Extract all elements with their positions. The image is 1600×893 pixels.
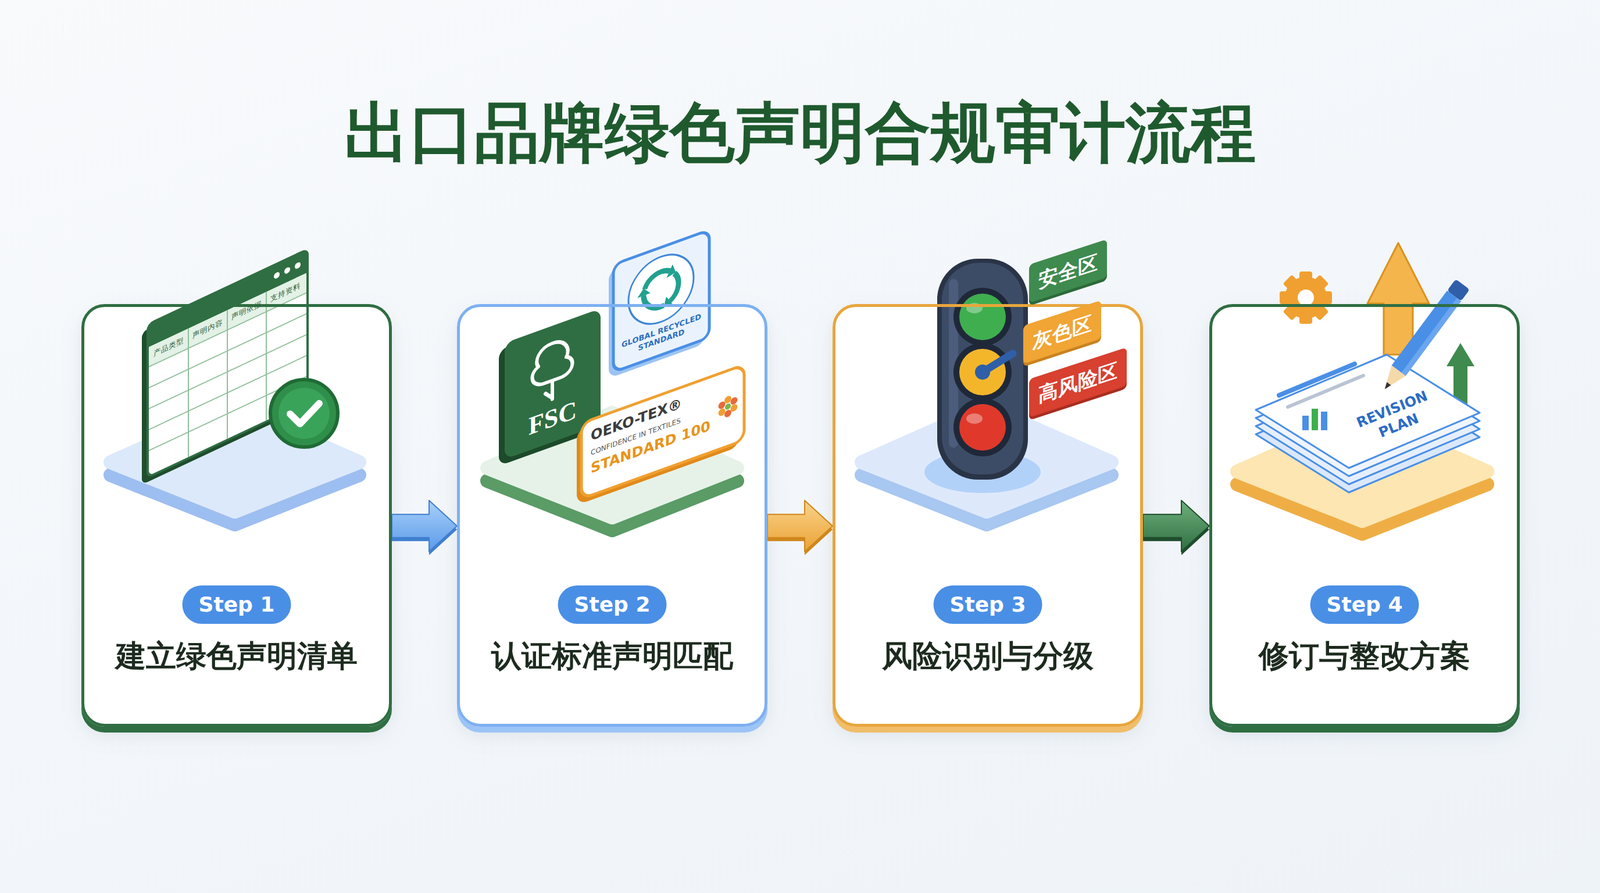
spreadsheet-window [141,249,308,485]
chart-bar [1311,408,1319,431]
step-card: 认证标准声明匹配 Step 2 [456,304,768,727]
step-label: Step 4 [1326,585,1403,624]
table-header: 支持资料 [266,279,305,306]
flow-arrow [767,500,833,556]
document-title: REVISION PLAN [1348,384,1443,450]
certification-illustration [487,230,745,531]
document-stack [1255,354,1480,493]
table-header: 产品类型 [150,333,188,360]
badge-ring [628,244,694,334]
logo-text: OEKO-TEX® [590,383,716,445]
flow-arrow [391,500,457,556]
green-lamp [959,293,1006,341]
step-title: 修订与整改方案 [1221,636,1508,676]
gear-icon [1279,271,1332,324]
chart-bar [1302,415,1309,431]
lamp-ring [953,398,1012,457]
step-title: 建立绿色声明清单 [93,636,380,676]
step-label: Step 1 [198,585,275,624]
arrow-body [1143,500,1210,552]
chart-bar [1320,411,1328,431]
badge-body [613,230,710,373]
step-label: Step 2 [574,585,651,624]
arrow-body [767,500,833,552]
step-title: 风险识别与分级 [844,636,1131,676]
check-badge-inner [278,387,330,439]
document-text-line [1287,375,1364,407]
traffic-light-face [941,262,1024,475]
sheet-body [147,249,308,478]
window-dot [294,261,301,270]
red-lamp [959,404,1006,451]
revision-illustration [1237,243,1488,534]
recycle-symbol [634,257,679,320]
check-mark [290,403,320,424]
traffic-light-body [937,258,1028,480]
pencil-icon [1377,279,1470,395]
flower-icon [718,392,738,421]
step-card: 建立绿色声明清单 Step 1 [81,304,392,727]
table-header: 声明依据 [227,297,266,324]
check-badge [270,379,338,448]
step-card: 修订与整改方案 Step 4 [1209,304,1520,727]
document-heading-line [1279,363,1355,396]
zone-label: 安全区 [1038,242,1098,300]
step-pill: Step 3 [933,585,1043,624]
badge-body [581,364,745,499]
logo-text: STANDARD 100 [590,415,716,478]
grid-lines [148,273,307,476]
tree-icon [532,336,573,407]
card-ground [81,304,392,727]
table-header: 声明内容 [188,315,227,342]
card-ground [832,304,1144,727]
step-label: Step 3 [950,585,1027,624]
diagram-title: 出口品牌绿色声明合规审计流程 [0,93,1600,173]
lamp-ring [953,343,1012,402]
logo-text: CONFIDENCE IN TEXTILES [590,404,716,457]
yellow-lamp [959,348,1006,396]
window-dot [273,270,280,280]
oeko-tex-badge [576,364,745,506]
step-title: 认证标准声明匹配 [469,636,756,676]
lamp-ring [953,287,1012,346]
dial-hub [975,364,991,380]
step-pill: Step 4 [1310,585,1420,624]
step-pill: Step 1 [182,585,292,624]
step-pill: Step 2 [558,585,667,624]
arrow-body [391,500,457,552]
lamp-shine [966,413,983,424]
zone-tag: 安全区 [1029,238,1107,303]
window-dot [284,266,291,275]
flow-arrow [1143,500,1210,556]
card-ground [1209,304,1520,727]
logo-text: GLOBAL RECYCLED STANDARD [618,310,705,361]
logo-text: FSC [516,389,589,447]
spreadsheet-illustration [110,249,360,525]
